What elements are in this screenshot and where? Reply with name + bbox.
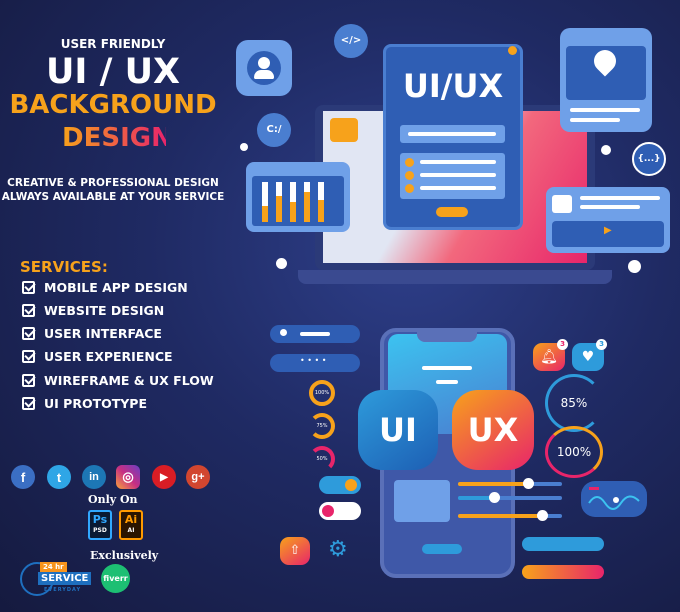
- decor-dot: [240, 143, 248, 151]
- title: UI / UX: [45, 52, 180, 92]
- blue-button[interactable]: [522, 537, 604, 551]
- play-icon[interactable]: ▶: [604, 225, 612, 236]
- service-item: MOBILE APP DESIGN: [22, 280, 188, 295]
- subtitle-design: DESIGN: [62, 123, 173, 153]
- progress-ring-85: 85%: [545, 374, 603, 432]
- service-label: USER EXPERIENCE: [44, 349, 173, 364]
- 24hr-service-badge: 24 hr SERVICE EVERYDAY: [20, 558, 92, 602]
- progress-ring-100-large: 100%: [545, 426, 603, 478]
- service-item: WEBSITE DESIGN: [22, 303, 164, 318]
- progress-ring-50: 50%: [309, 446, 335, 472]
- only-on-label: Only On: [88, 493, 138, 506]
- twitter-icon[interactable]: t: [47, 465, 71, 489]
- wave-line: [588, 487, 640, 510]
- slider-handle[interactable]: [523, 478, 534, 489]
- notification-badge: 3: [557, 339, 568, 350]
- toggle-on[interactable]: [319, 476, 361, 494]
- ux-app-icon: UX: [452, 390, 534, 470]
- instagram-icon[interactable]: ◎: [116, 465, 140, 489]
- service-label: WIREFRAME & UX FLOW: [44, 373, 214, 388]
- bar-chart-card: [246, 162, 350, 232]
- laptop-base: [298, 270, 612, 284]
- map-card: [560, 28, 652, 132]
- checkbox-icon: [22, 304, 35, 317]
- bell-icon[interactable]: 🔔︎: [533, 343, 565, 371]
- json-icon: {...}: [632, 142, 666, 176]
- checkbox-icon: [22, 281, 35, 294]
- gradient-button[interactable]: [522, 565, 604, 579]
- progress-ring-100: 100%: [309, 380, 335, 406]
- kicker: USER FRIENDLY: [60, 37, 166, 51]
- google-plus-icon[interactable]: g+: [186, 465, 210, 489]
- services-heading: SERVICES:: [20, 258, 108, 276]
- close-icon: [508, 46, 517, 55]
- linkedin-icon[interactable]: in: [82, 465, 106, 489]
- username-field[interactable]: [270, 325, 360, 343]
- checkbox-icon: [22, 350, 35, 363]
- tagline-1: CREATIVE & PROFESSIONAL DESIGN: [7, 177, 219, 189]
- decor-dot: [601, 145, 611, 155]
- subtitle-background: BACKGROUND: [9, 90, 217, 120]
- toggle-off[interactable]: [319, 502, 361, 520]
- service-label: USER INTERFACE: [44, 326, 162, 341]
- card-title: UI/UX: [402, 67, 504, 105]
- drive-icon: C:/: [257, 113, 291, 147]
- progress-ring-75: 75%: [309, 413, 335, 439]
- slider-handle[interactable]: [537, 510, 548, 521]
- ui-app-icon: UI: [358, 390, 438, 470]
- tagline-2: ALWAYS AVAILABLE AT YOUR SERVICE: [1, 191, 225, 203]
- password-field[interactable]: • • • •: [270, 354, 360, 372]
- checkbox-icon: [22, 374, 35, 387]
- fiverr-logo: fiverr: [101, 564, 130, 593]
- avatar-card: [236, 40, 292, 96]
- exclusively-label: Exclusively: [90, 549, 159, 562]
- facebook-icon[interactable]: f: [11, 465, 35, 489]
- image-placeholder: [330, 118, 358, 142]
- decor-dot: [628, 260, 641, 273]
- settings-icon[interactable]: ⚙: [328, 537, 348, 562]
- card-button: [436, 207, 468, 217]
- checkbox-icon: [22, 397, 35, 410]
- service-item: UI PROTOTYPE: [22, 396, 147, 411]
- wave-chart-card: [581, 481, 647, 517]
- video-player-card: ▶: [546, 187, 670, 253]
- slider-handle[interactable]: [489, 492, 500, 503]
- like-badge: 3: [596, 339, 607, 350]
- decor-dot: [276, 258, 287, 269]
- upload-icon[interactable]: ⇧: [280, 537, 310, 565]
- ui-ux-card: UI/UX: [383, 44, 523, 230]
- checkbox-icon: [22, 327, 35, 340]
- service-item: WIREFRAME & UX FLOW: [22, 373, 214, 388]
- youtube-icon[interactable]: ▶: [152, 465, 176, 489]
- service-item: USER INTERFACE: [22, 326, 162, 341]
- service-label: UI PROTOTYPE: [44, 396, 147, 411]
- service-item: USER EXPERIENCE: [22, 349, 173, 364]
- service-label: WEBSITE DESIGN: [44, 303, 165, 318]
- service-label: MOBILE APP DESIGN: [44, 280, 188, 295]
- code-icon: </>: [334, 24, 368, 58]
